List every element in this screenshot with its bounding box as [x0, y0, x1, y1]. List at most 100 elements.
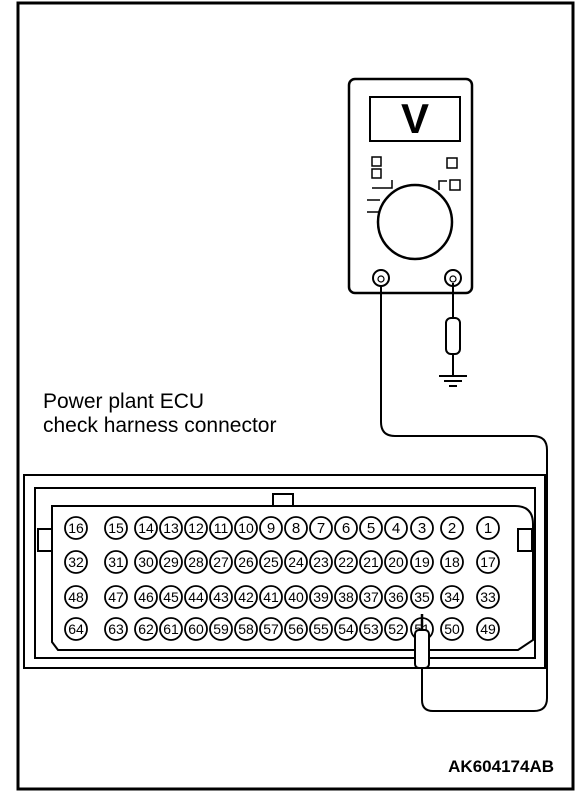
- pin-number: 24: [288, 554, 304, 570]
- connector-pin-9: 9: [259, 516, 283, 540]
- pin-circle: [159, 516, 183, 540]
- pin-circle: [259, 617, 283, 641]
- connector-pin-58: 58: [234, 617, 258, 641]
- range-indicator-right: [446, 157, 458, 169]
- connector-latch: [272, 493, 294, 507]
- pin-number: 57: [263, 621, 279, 637]
- pin-number: 10: [238, 520, 254, 536]
- pin-circle: [234, 516, 258, 540]
- pin-circle: [259, 516, 283, 540]
- multimeter: V: [347, 77, 474, 295]
- range-indicator-left: [371, 156, 382, 167]
- pin-circle: [184, 617, 208, 641]
- pin-number: 7: [317, 520, 325, 537]
- connector-pin-39: 39: [309, 585, 333, 609]
- pin-number: 6: [342, 520, 350, 537]
- pin-number: 44: [188, 589, 204, 605]
- pin-number: 58: [238, 621, 254, 637]
- connector-pin-21: 21: [359, 550, 383, 574]
- connector-pin-11: 11: [209, 516, 233, 540]
- connector-pin-61: 61: [159, 617, 183, 641]
- pin-number: 49: [480, 621, 496, 637]
- connector-pin-52: 52: [384, 617, 408, 641]
- pin-number: 29: [163, 554, 179, 570]
- connector-pin-64: 64: [64, 617, 88, 641]
- pin-number: 3: [418, 520, 426, 537]
- pin-number: 4: [392, 520, 400, 537]
- connector-pin-36: 36: [384, 585, 408, 609]
- pin-number: 48: [68, 589, 84, 605]
- pin-circle: [134, 516, 158, 540]
- pin-number: 16: [68, 520, 84, 536]
- pin-number: 37: [363, 589, 379, 605]
- pin-number: 27: [213, 554, 229, 570]
- pin-circle: [476, 516, 500, 540]
- connector-pin-2: 2: [440, 516, 464, 540]
- pin-number: 41: [263, 589, 279, 605]
- pin-circle: [159, 585, 183, 609]
- pin-number: 32: [68, 554, 84, 570]
- pin-number: 53: [363, 621, 379, 637]
- connector-pin-6: 6: [334, 516, 358, 540]
- pin-circle: [184, 516, 208, 540]
- connector-pin-15: 15: [104, 516, 128, 540]
- pin-circle: [476, 617, 500, 641]
- pin-number: 9: [267, 520, 275, 537]
- pin-number: 42: [238, 589, 254, 605]
- connector-pin-14: 14: [134, 516, 158, 540]
- pin-circle: [64, 516, 88, 540]
- pin-circle: [184, 585, 208, 609]
- pin-number: 20: [388, 554, 404, 570]
- pin-number: 43: [213, 589, 229, 605]
- pin-number: 1: [484, 520, 492, 537]
- pin-number: 21: [363, 554, 379, 570]
- pin-number: 45: [163, 589, 179, 605]
- pin-number: 18: [444, 554, 460, 570]
- range-indicator-left-2: [371, 168, 382, 179]
- connector-pin-3: 3: [410, 516, 434, 540]
- test-probe: [414, 614, 430, 669]
- rotary-dial: [376, 183, 454, 261]
- connector-pin-29: 29: [159, 550, 183, 574]
- pin-number: 17: [480, 554, 496, 570]
- pin-circle: [440, 550, 464, 574]
- pin-number: 36: [388, 589, 404, 605]
- pin-circle: [234, 550, 258, 574]
- connector-pin-16: 16: [64, 516, 88, 540]
- pin-number: 35: [414, 589, 430, 605]
- connector-pin-23: 23: [309, 550, 333, 574]
- connector-pin-55: 55: [309, 617, 333, 641]
- pin-circle: [359, 585, 383, 609]
- pin-circle: [104, 617, 128, 641]
- connector-pin-40: 40: [284, 585, 308, 609]
- pin-circle: [64, 617, 88, 641]
- pin-number: 55: [313, 621, 329, 637]
- connector-pin-57: 57: [259, 617, 283, 641]
- pin-number: 2: [448, 520, 456, 537]
- pin-circle: [234, 617, 258, 641]
- pin-number: 62: [138, 621, 154, 637]
- connector-pin-19: 19: [410, 550, 434, 574]
- pin-number: 59: [213, 621, 229, 637]
- pin-number: 39: [313, 589, 329, 605]
- side-key-right: [517, 528, 533, 552]
- pin-circle: [134, 617, 158, 641]
- pin-circle: [309, 617, 333, 641]
- connector-pin-12: 12: [184, 516, 208, 540]
- pin-circle: [259, 585, 283, 609]
- pin-number: 52: [388, 621, 404, 637]
- connector-pin-48: 48: [64, 585, 88, 609]
- connector-pin-62: 62: [134, 617, 158, 641]
- pin-circle: [209, 585, 233, 609]
- pin-circle: [334, 617, 358, 641]
- pin-circle: [359, 617, 383, 641]
- pin-number: 40: [288, 589, 304, 605]
- connector-pin-33: 33: [476, 585, 500, 609]
- connector-pin-24: 24: [284, 550, 308, 574]
- connector-pin-5: 5: [359, 516, 383, 540]
- connector-pin-35: 35: [410, 585, 434, 609]
- connector-pin-7: 7: [309, 516, 333, 540]
- pin-circle: [309, 516, 333, 540]
- pin-circle: [184, 550, 208, 574]
- pin-circle: [284, 516, 308, 540]
